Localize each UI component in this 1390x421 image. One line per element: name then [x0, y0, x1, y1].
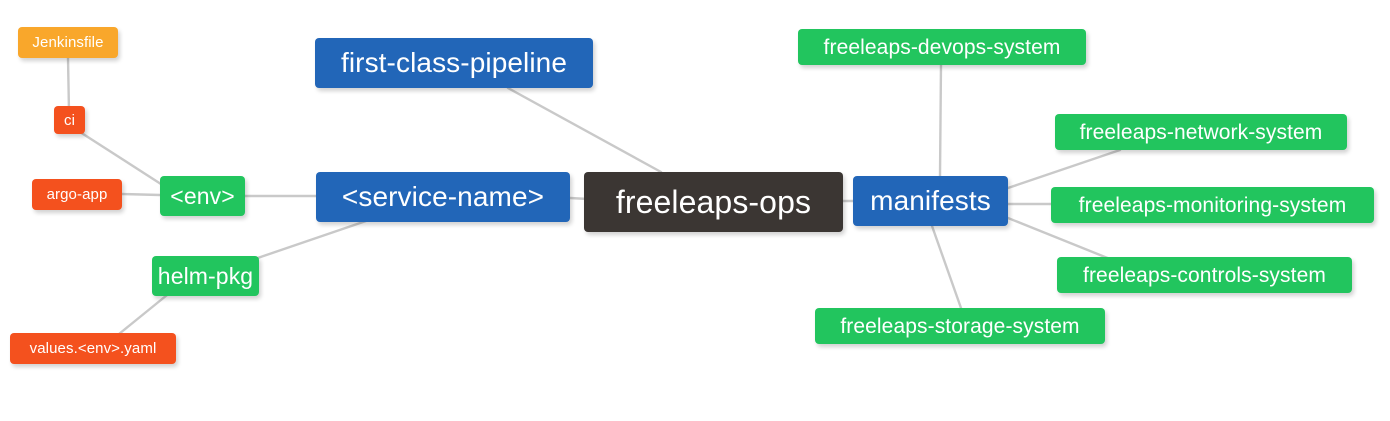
node-manifests[interactable]: manifests: [853, 176, 1008, 226]
node-env-label: <env>: [170, 182, 235, 209]
node-freeleaps-network-system[interactable]: freeleaps-network-system: [1055, 114, 1347, 150]
edge-argoapp-env: [120, 192, 162, 197]
node-freeleaps-devops-system-label: freeleaps-devops-system: [823, 35, 1061, 59]
node-manifests-label: manifests: [870, 185, 991, 216]
node-helm-pkg-label: helm-pkg: [157, 262, 254, 289]
node-service-name-label: <service-name>: [341, 181, 545, 212]
node-ci-label: ci: [63, 111, 76, 129]
node-freeleaps-ops[interactable]: freeleaps-ops: [584, 172, 843, 232]
node-freeleaps-controls-system-label: freeleaps-controls-system: [1083, 263, 1326, 287]
node-service-name[interactable]: <service-name>: [316, 172, 570, 222]
edge-servicename-helmpkg: [241, 219, 368, 265]
node-helm-pkg[interactable]: helm-pkg: [152, 256, 259, 296]
node-freeleaps-network-system-label: freeleaps-network-system: [1079, 120, 1323, 144]
node-values-yaml[interactable]: values.<env>.yaml: [10, 333, 176, 364]
edge-manifests-storage: [930, 224, 963, 310]
edge-manifests-network: [1006, 148, 1122, 190]
node-argo-app-label: argo-app: [46, 186, 108, 203]
node-freeleaps-storage-system[interactable]: freeleaps-storage-system: [815, 308, 1105, 344]
node-first-class-pipeline[interactable]: first-class-pipeline: [315, 38, 593, 88]
node-ci[interactable]: ci: [54, 106, 85, 134]
node-freeleaps-storage-system-label: freeleaps-storage-system: [840, 314, 1080, 338]
node-freeleaps-monitoring-system-label: freeleaps-monitoring-system: [1078, 193, 1347, 217]
node-first-class-pipeline-label: first-class-pipeline: [340, 47, 568, 78]
node-freeleaps-controls-system[interactable]: freeleaps-controls-system: [1057, 257, 1352, 293]
node-env[interactable]: <env>: [160, 176, 245, 216]
edge-helmpkg-valuesyaml: [117, 289, 174, 336]
node-freeleaps-monitoring-system[interactable]: freeleaps-monitoring-system: [1051, 187, 1374, 223]
edge-ci-env: [78, 130, 166, 188]
edge-manifests-controls: [1006, 216, 1112, 261]
node-jenkinsfile-label: Jenkinsfile: [32, 34, 104, 51]
edge-manifests-devops: [938, 62, 943, 178]
node-argo-app[interactable]: argo-app: [32, 179, 122, 210]
node-jenkinsfile[interactable]: Jenkinsfile: [18, 27, 118, 58]
edge-firstclasspipeline-root: [506, 86, 663, 174]
node-freeleaps-devops-system[interactable]: freeleaps-devops-system: [798, 29, 1086, 65]
edge-jenkinsfile-ci: [66, 56, 71, 114]
node-values-yaml-label: values.<env>.yaml: [29, 340, 157, 357]
node-freeleaps-ops-label: freeleaps-ops: [615, 184, 812, 220]
